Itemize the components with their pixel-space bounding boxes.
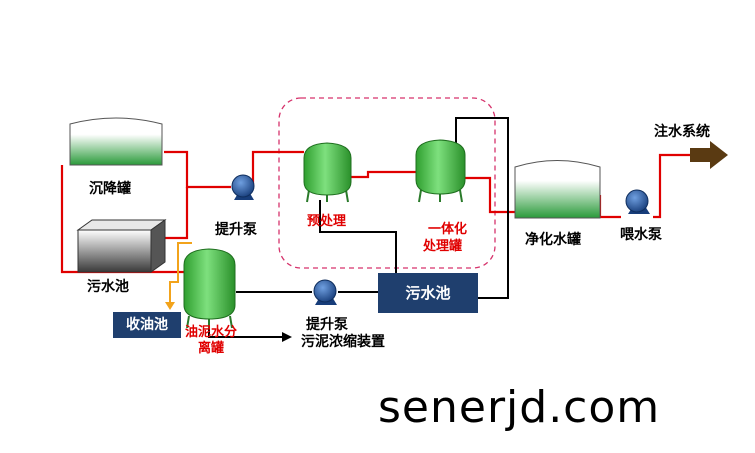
separator-label-1: 油泥水分	[185, 325, 238, 340]
watermark: senerjd.com	[378, 382, 661, 433]
pretreatment-tank	[303, 142, 352, 203]
integrated-treatment-tank	[415, 139, 466, 203]
oil-collection-pit-box: 收油池	[113, 312, 181, 338]
oil-pipe	[169, 242, 192, 303]
pretreatment-label: 预处理	[307, 214, 347, 229]
clean-water-tank-label: 净化水罐	[525, 232, 581, 248]
sedimentation-tank-label: 沉降罐	[89, 181, 131, 197]
sludge-thickener-label: 污泥浓缩装置	[301, 334, 385, 350]
feed-pump	[625, 189, 650, 214]
sewage-pool-box: 污水池	[378, 273, 478, 313]
red-pipes	[60, 150, 700, 274]
lift-pump-bottom-label: 提升泵	[306, 317, 348, 333]
lift-pump-bottom	[313, 279, 337, 305]
sewage-pit-left	[76, 219, 167, 273]
sludge-arrow-head	[282, 332, 292, 342]
treatment-zone-boundary	[278, 97, 496, 269]
feed-pump-label: 喂水泵	[620, 227, 662, 243]
clean-water-tank	[514, 160, 601, 219]
integrated-tank-label-2: 处理罐	[423, 239, 463, 254]
oil-arrow-head	[165, 302, 175, 310]
injection-system-label: 注水系统	[654, 124, 710, 140]
sedimentation-tank	[69, 117, 163, 166]
lift-pump-top-label: 提升泵	[215, 222, 257, 238]
injection-arrow	[690, 141, 728, 169]
separator-label-2: 离罐	[198, 341, 225, 356]
integrated-tank-label-1: 一体化	[428, 222, 468, 237]
sewage-pit-label: 污水池	[87, 279, 129, 295]
oil-sludge-separator-tank	[183, 248, 236, 329]
lift-pump-top	[231, 174, 255, 200]
